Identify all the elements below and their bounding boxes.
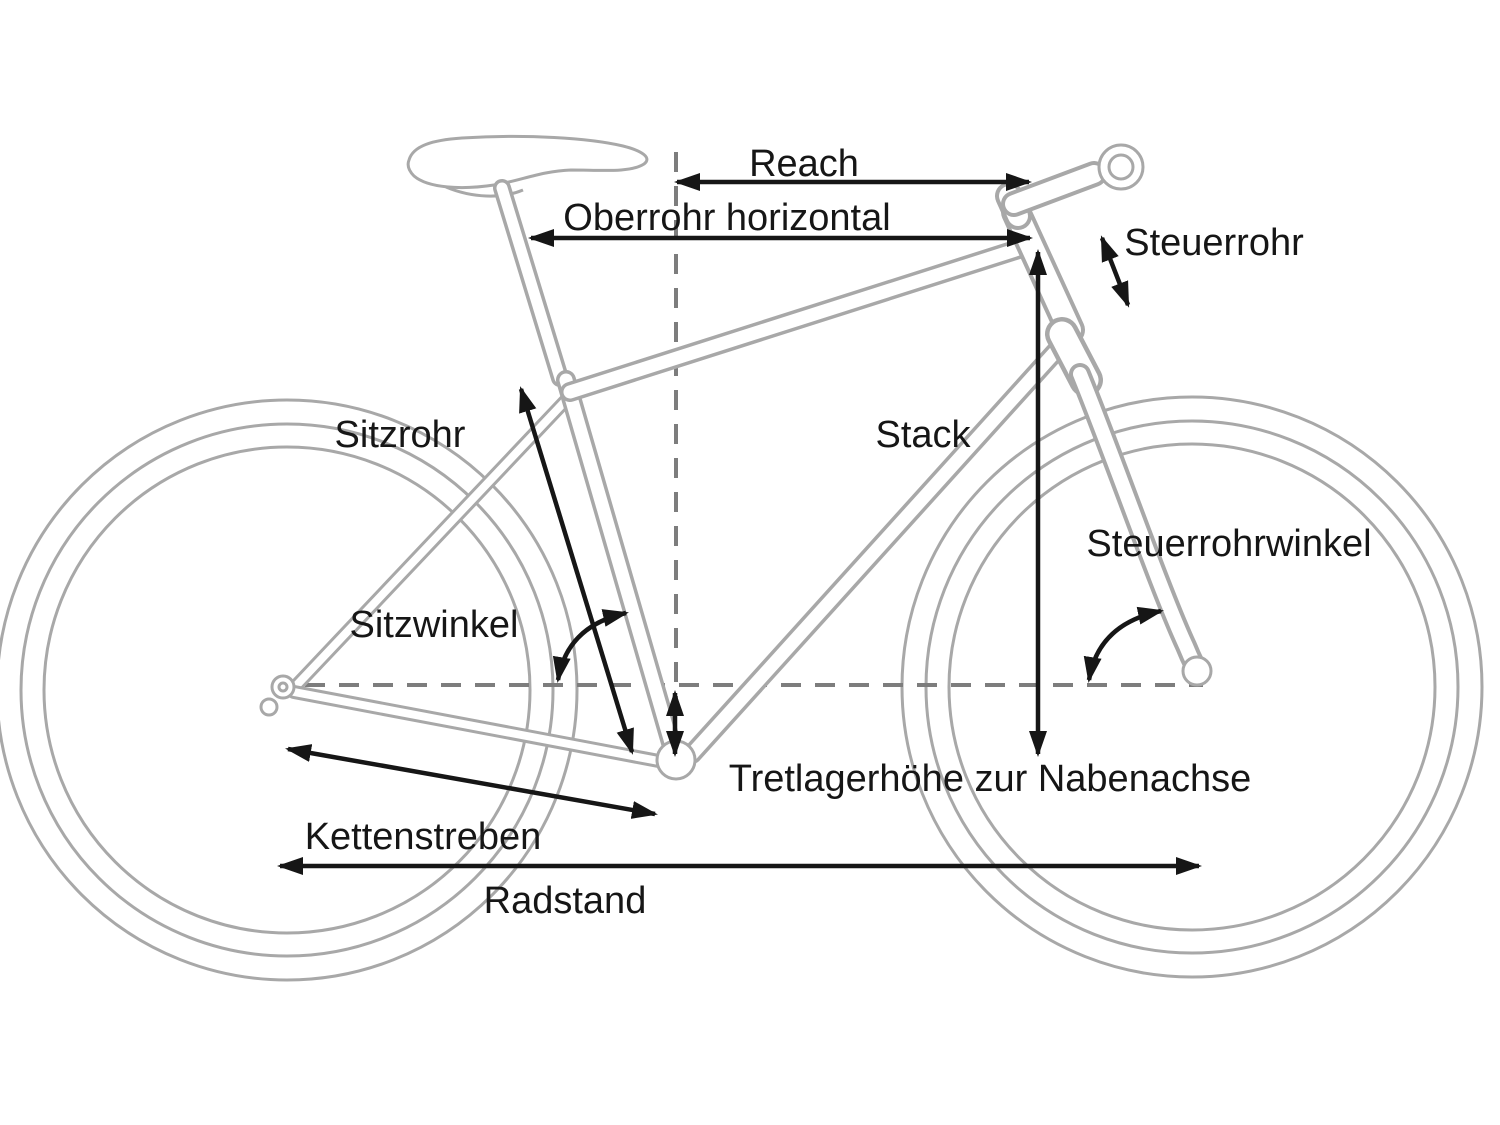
stem [1001,161,1107,217]
stack-label: Stack [875,414,971,456]
kettenstreben-arrow [285,744,658,819]
handlebar-grip [1097,143,1145,191]
radstand-label: Radstand [484,880,647,922]
fork-blade [1069,363,1206,677]
front-dropout [1181,655,1213,687]
head-tube [1001,197,1085,345]
steuerrohrwinkel-angle-arrow [1083,606,1164,683]
oberrohr-label: Oberrohr horizontal [563,197,890,239]
seatpost [493,179,569,387]
steuerrohr-arrow [1099,235,1131,308]
saddle-rail [445,185,524,198]
rear-derailleur [259,674,296,717]
sitzrohr-label: Sitzrohr [335,414,466,456]
seat-tube [556,370,686,770]
chainstay [287,685,671,769]
sitzwinkel-label: Sitzwinkel [350,604,519,646]
dimension-labels: Reach Oberrohr horizontal Steuerrohr Sit… [305,143,1372,922]
rear-axle-center [277,681,289,693]
down-tube [682,330,1076,764]
dimension-arrows [277,173,1202,875]
rear-axle [270,674,296,700]
kettenstreben-label: Kettenstreben [305,816,542,858]
steuerrohr-label: Steuerrohr [1124,222,1304,264]
front-rim [947,442,1437,932]
tretlagerhoehe-label: Tretlagerhöhe zur Nabenachse [729,758,1251,800]
derailleur-pulley [259,697,279,717]
steuerrohrwinkel-label: Steuerrohrwinkel [1086,523,1371,565]
sitzrohr-arrow [518,386,635,755]
saddle [406,134,649,198]
sitzwinkel-angle-arrow [552,609,629,683]
top-tube [560,236,1038,402]
reach-label: Reach [749,143,859,185]
